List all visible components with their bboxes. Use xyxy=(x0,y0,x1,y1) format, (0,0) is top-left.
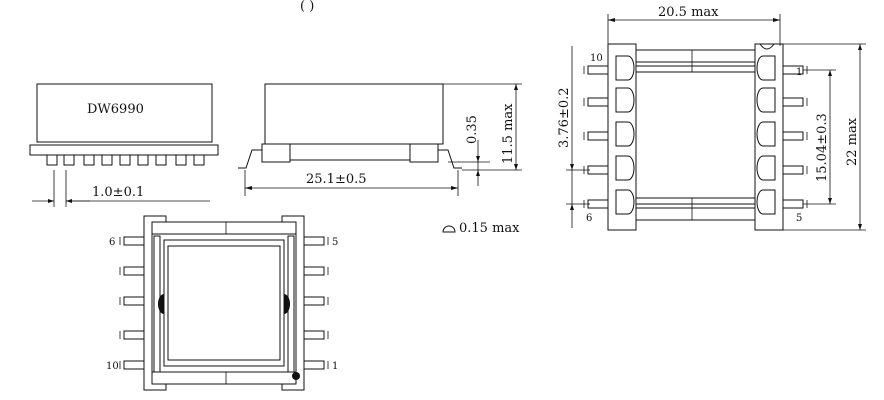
overall-dimension: 22 max xyxy=(845,117,860,166)
top-view: 20.5 max xyxy=(557,5,866,231)
side-body xyxy=(264,83,444,145)
pin-span-dimension: 15.04±0.3 xyxy=(815,113,830,182)
pitch-dimension: 1.0±0.1 xyxy=(92,185,144,200)
top-view-right-pins xyxy=(782,65,808,209)
top-view-left-pads xyxy=(615,55,635,215)
front-pins xyxy=(46,155,205,166)
top-view-left-pins xyxy=(583,65,609,209)
bottom-pin-label-10: 10 xyxy=(106,361,119,372)
bottom-view-left-pins xyxy=(119,236,145,370)
front-body xyxy=(36,83,213,143)
height-dimension: 11.5 max xyxy=(501,103,516,164)
width-dimension: 20.5 max xyxy=(658,5,719,20)
pin-pitch-dimension: 3.76±0.2 xyxy=(557,87,572,148)
top-pin-label-10: 10 xyxy=(590,53,603,64)
pin1-marker-dot xyxy=(292,372,300,380)
bottom-view: 6 5 10 1 xyxy=(106,215,338,391)
top-view-right-pads xyxy=(756,55,776,215)
top-pin-label-5: 5 xyxy=(796,213,802,224)
front-marking: DW6990 xyxy=(87,102,144,117)
standoff-dimension: 0.35 xyxy=(465,115,480,144)
top-pin-label-6: 6 xyxy=(586,213,592,224)
coplanarity-icon xyxy=(442,225,456,233)
coplanarity-dimension: 0.15 max xyxy=(459,221,520,236)
front-view: DW6990 1.0±0.1 xyxy=(29,83,219,207)
front-flange xyxy=(29,144,219,156)
bottom-view-right-pins xyxy=(303,236,329,370)
side-view: 25.1±0.5 0.35 11.5 max 0.15 max xyxy=(238,83,522,236)
side-core xyxy=(289,143,411,161)
bottom-pin-label-1: 1 xyxy=(332,361,338,372)
length-dimension: 25.1±0.5 xyxy=(306,172,367,187)
bottom-pin-label-5: 5 xyxy=(332,237,338,248)
bottom-pin-label-6: 6 xyxy=(109,237,115,248)
top-caption: ( ) xyxy=(300,0,314,14)
top-pin-label-1: 1 xyxy=(796,67,802,78)
